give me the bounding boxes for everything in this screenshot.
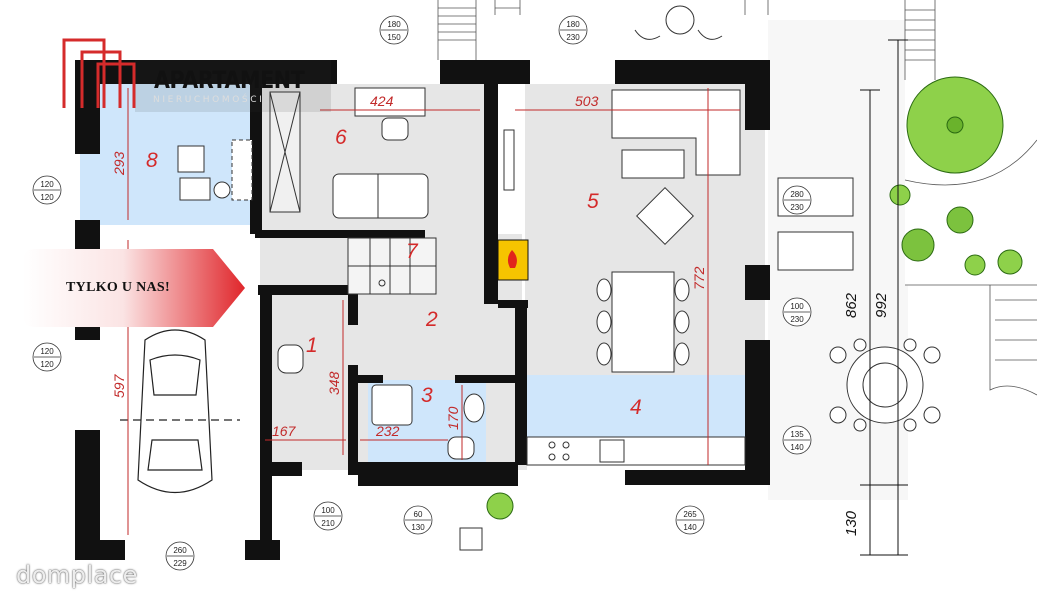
- opening-tag-bottom: 229: [173, 559, 187, 568]
- plants: [486, 76, 1023, 520]
- room-number: 8: [146, 149, 158, 172]
- terrace-furniture: [459, 5, 941, 551]
- room-number: 2: [425, 308, 438, 331]
- opening-tag-top: 100: [321, 506, 335, 515]
- room-number: 4: [630, 396, 642, 419]
- room-number: 6: [335, 126, 347, 149]
- room-number: 3: [421, 384, 433, 407]
- opening-tag-top: 180: [566, 20, 580, 29]
- dimension-label: 293: [111, 151, 127, 176]
- top-stairs: [437, 0, 936, 80]
- dimension-label: 167: [272, 423, 297, 439]
- dimension-label: 232: [375, 423, 400, 439]
- opening-tag-top: 265: [683, 510, 697, 519]
- dimension-label: 772: [691, 266, 707, 290]
- kitchen-counter: [526, 436, 746, 466]
- opening-tag-bottom: 120: [40, 193, 54, 202]
- opening-tag-top: 180: [387, 20, 401, 29]
- opening-tag-top: 280: [790, 190, 804, 199]
- opening-tag-text: 180 150 180 230 120 120 120 120 280 230 …: [40, 20, 804, 568]
- zone-kitchen: [525, 375, 750, 437]
- opening-tag-top: 260: [173, 546, 187, 555]
- dimension-label: 170: [445, 406, 461, 430]
- opening-tags: [32, 15, 812, 571]
- exterior-dimension: 862: [843, 292, 860, 318]
- dimension-label: 597: [111, 373, 127, 398]
- room-labels: 1 2 3 4 5 6 7 8: [146, 126, 642, 419]
- exterior-dimension: 992: [873, 292, 890, 318]
- opening-tag-bottom: 120: [40, 360, 54, 369]
- opening-tag-bottom: 210: [321, 519, 335, 528]
- opening-tag-bottom: 140: [683, 523, 697, 532]
- opening-tag-bottom: 230: [566, 33, 580, 42]
- car: [120, 329, 240, 494]
- dimension-label: 503: [575, 93, 599, 109]
- opening-tag-bottom: 150: [387, 33, 401, 42]
- exterior-dimension-lines: [860, 39, 908, 556]
- boiler-equipment: [177, 139, 253, 201]
- opening-tag-bottom: 230: [790, 315, 804, 324]
- opening-tag-bottom: 130: [411, 523, 425, 532]
- opening-tag-top: 60: [414, 510, 423, 519]
- garden-lines: [904, 139, 1037, 396]
- exterior-dimension: 130: [843, 510, 860, 536]
- interior-stairs: [347, 237, 437, 295]
- fireplace: [497, 239, 529, 281]
- opening-tag-top: 120: [40, 347, 54, 356]
- room-number: 1: [306, 334, 318, 357]
- opening-tag-top: 100: [790, 302, 804, 311]
- room-number: 7: [406, 240, 419, 263]
- opening-tag-bottom: 140: [790, 443, 804, 452]
- dimension-label: 424: [370, 93, 394, 109]
- dimension-labels: 424 503 293 772 348 597 167 232 170: [111, 93, 707, 439]
- dimension-label: 348: [326, 371, 342, 395]
- office-furniture: [269, 87, 429, 219]
- exterior-dimension-labels: 862 992 130: [843, 292, 890, 536]
- opening-tag-top: 135: [790, 430, 804, 439]
- bathroom-fixtures: [277, 344, 485, 460]
- room-number: 5: [587, 190, 599, 213]
- opening-tag-top: 120: [40, 180, 54, 189]
- opening-tag-bottom: 230: [790, 203, 804, 212]
